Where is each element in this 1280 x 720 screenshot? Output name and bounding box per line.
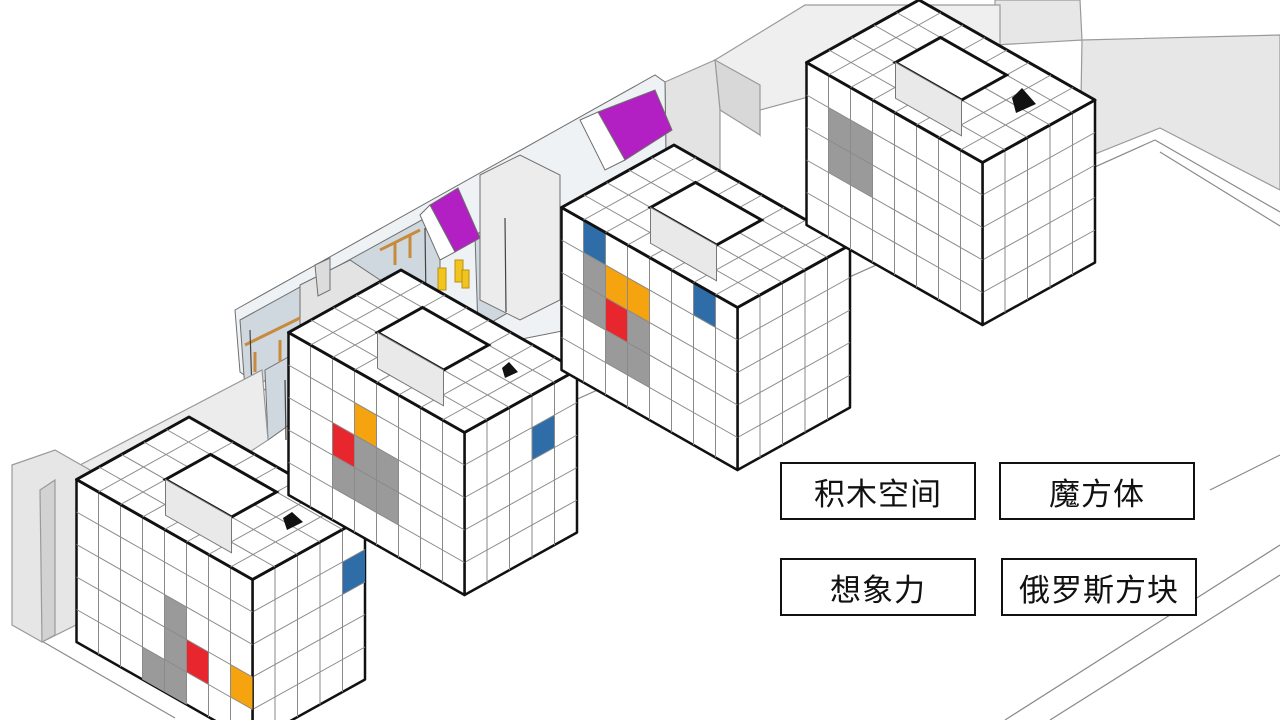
colored-tile: [627, 342, 650, 388]
grid-line: [828, 12, 942, 76]
colored-tile: [230, 664, 253, 710]
grid-line: [561, 304, 738, 406]
colored-tile: [142, 647, 165, 692]
colored-tile: [332, 422, 355, 468]
grid-line: [442, 357, 556, 421]
colored-tile: [583, 285, 606, 330]
colored-tile: [627, 277, 650, 323]
opening-inner-wall: [165, 478, 232, 554]
pyramid-markers: [283, 88, 1036, 530]
grid-line: [464, 467, 578, 531]
grid-line: [288, 397, 465, 498]
colored-tile: [354, 467, 377, 513]
colored-tile: [583, 252, 606, 298]
pyramid-icon: [1012, 88, 1036, 113]
grid-line: [583, 157, 697, 221]
opening-inner-wall: [895, 61, 962, 137]
colored-tile: [532, 415, 555, 460]
colored-tile: [354, 402, 377, 448]
grid-line: [76, 576, 253, 678]
colored-tile: [332, 455, 355, 500]
grid-line: [806, 94, 983, 196]
grid-line: [561, 239, 738, 341]
colored-tile: [605, 265, 628, 310]
colored-tile: [376, 447, 399, 493]
colored-tile: [850, 120, 873, 165]
colored-tile: [850, 152, 873, 198]
colored-tile: [828, 140, 851, 185]
colored-tile: [605, 297, 628, 343]
grid-line: [982, 229, 1096, 293]
grid-line: [806, 127, 983, 228]
grid-line: [960, 87, 1074, 151]
colored-tile: [186, 639, 209, 685]
grid-line: [715, 232, 829, 296]
cube-module: [75, 415, 367, 720]
colored-tile: [693, 282, 716, 328]
label-tetris: 俄罗斯方块: [1001, 558, 1197, 616]
grid-line: [76, 511, 253, 613]
grid-line: [737, 342, 851, 406]
colored-tile: [164, 627, 187, 672]
grid-line: [76, 609, 253, 710]
grid-line: [806, 192, 983, 293]
grid-line: [252, 581, 366, 645]
colored-tile: [164, 594, 187, 640]
colored-tile: [583, 220, 606, 265]
colored-tile: [342, 549, 365, 595]
grid-line: [737, 374, 851, 438]
colored-tile: [627, 310, 650, 355]
grid-line: [737, 277, 851, 341]
grid-line: [464, 402, 578, 466]
colored-tile: [828, 107, 851, 153]
colored-tile: [376, 480, 399, 525]
wooden-frame: [244, 228, 421, 372]
label-imagination: 想象力: [780, 558, 976, 616]
label-magic-cube: 魔方体: [999, 462, 1195, 520]
grid-line: [252, 549, 366, 613]
grid-line: [252, 614, 366, 678]
grid-line: [982, 197, 1096, 261]
grid-line: [806, 159, 983, 261]
opening-inner-wall: [650, 206, 717, 282]
grid-line: [288, 429, 465, 531]
grid-line: [561, 337, 738, 438]
grid-line: [310, 282, 424, 346]
grid-line: [252, 646, 366, 710]
pyramid-icon: [502, 362, 518, 378]
grid-line: [98, 429, 212, 493]
grid-line: [288, 364, 465, 466]
cube-modules: [75, 0, 1097, 720]
pyramid-icon: [283, 512, 303, 530]
colored-tile: [605, 330, 628, 375]
grid-line: [561, 272, 738, 373]
label-building-block-space: 积木空间: [780, 462, 976, 520]
grid-line: [982, 132, 1096, 196]
grid-line: [982, 164, 1096, 228]
grid-line: [76, 544, 253, 645]
opening-inner-wall: [377, 331, 444, 407]
grid-line: [288, 462, 465, 563]
colored-tile: [164, 659, 187, 705]
grid-line: [464, 434, 578, 498]
cube-module: [560, 143, 852, 472]
grid-line: [737, 309, 851, 373]
grid-line: [464, 499, 578, 563]
colored-tile: [354, 435, 377, 480]
cube-module: [287, 268, 579, 597]
cube-module: [805, 0, 1097, 327]
